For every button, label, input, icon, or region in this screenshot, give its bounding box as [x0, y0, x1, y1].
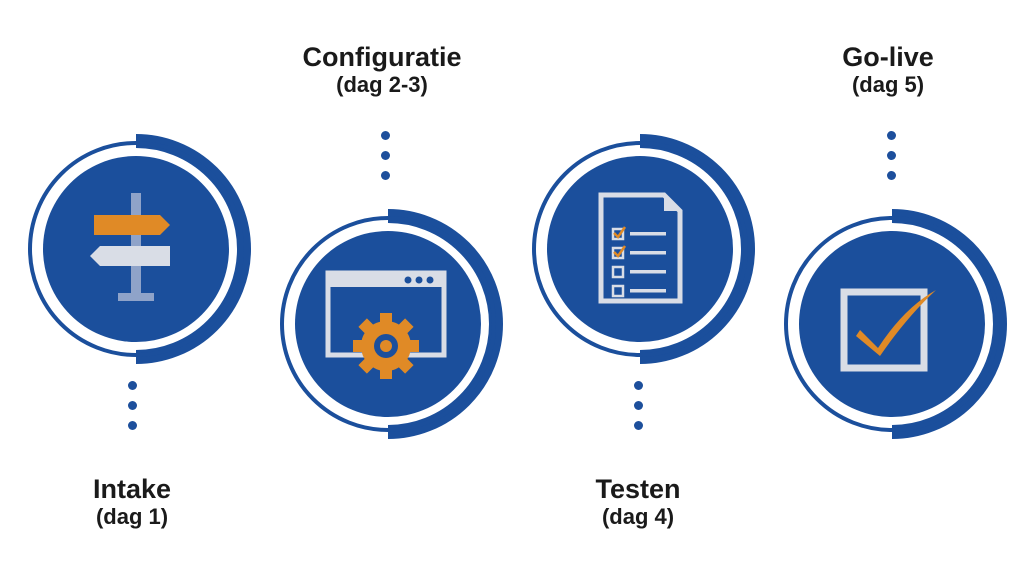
step-4-label: Go-live (dag 5) [768, 42, 1008, 98]
step-title: Configuratie [302, 42, 462, 72]
signpost-icon [90, 193, 170, 301]
step-duration: (dag 1) [95, 504, 169, 529]
step-duration: (dag 2-3) [336, 72, 428, 97]
step-duration: (dag 5) [851, 72, 925, 97]
step-2-label: Configuratie (dag 2-3) [262, 42, 502, 98]
connector-dots-1 [128, 381, 138, 441]
connector-dots-2 [381, 131, 391, 191]
step-title: Testen [595, 474, 681, 504]
step-4-circle [784, 209, 1007, 439]
step-title: Go-live [842, 42, 934, 72]
step-duration: (dag 4) [601, 504, 675, 529]
connector-dots-4 [887, 131, 897, 191]
step-2-circle [280, 209, 503, 439]
step-1-circle [28, 134, 251, 364]
step-1-label: Intake (dag 1) [12, 474, 252, 530]
step-title: Intake [92, 474, 172, 504]
checklist-document-icon [598, 192, 683, 304]
step-3-label: Testen (dag 4) [518, 474, 758, 530]
connector-dots-3 [634, 381, 644, 441]
step-3-circle [532, 134, 755, 364]
checkbox-check-icon [840, 288, 936, 372]
